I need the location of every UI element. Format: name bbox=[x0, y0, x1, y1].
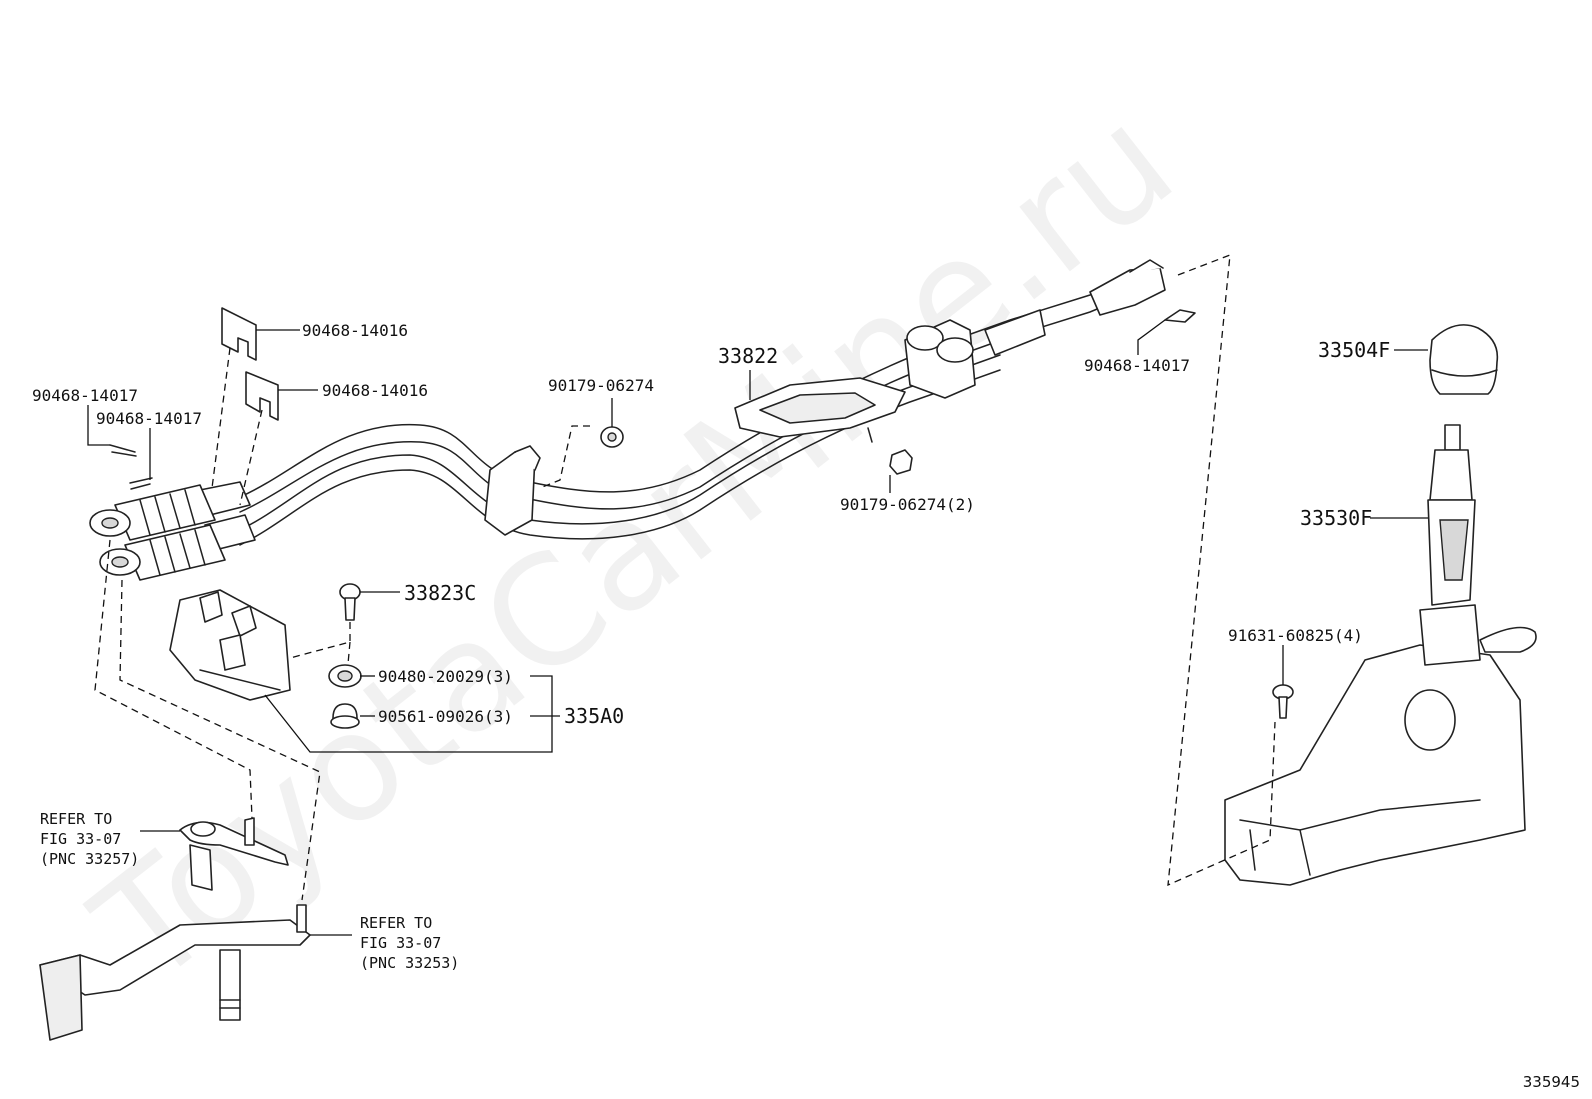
callout-90468-14016-a: 90468-14016 bbox=[302, 321, 408, 340]
bolt-icon bbox=[339, 583, 361, 621]
retainer-clip-icon bbox=[221, 307, 279, 421]
callout-33530f: 33530F bbox=[1300, 506, 1372, 530]
selector-lever bbox=[179, 817, 289, 891]
shift-cable-assembly bbox=[199, 259, 1166, 551]
shift-lever-housing bbox=[1224, 604, 1537, 886]
cable-end-boots bbox=[89, 484, 226, 581]
callout-90468-14017-a: 90468-14017 bbox=[32, 386, 138, 405]
callout-90179-06274: 90179-06274 bbox=[548, 376, 654, 395]
refer-note-line: (PNC 33257) bbox=[40, 850, 139, 868]
housing-bolt-icon bbox=[1272, 684, 1294, 719]
refer-note-line: REFER TO bbox=[40, 810, 112, 828]
refer-note-line: (PNC 33253) bbox=[360, 954, 459, 972]
callout-90561-09026: 90561-09026(3) bbox=[378, 707, 513, 726]
cable-bracket bbox=[169, 589, 291, 701]
figure-number: 335945 bbox=[1522, 1073, 1580, 1091]
refer-note-right: REFER TO FIG 33-07 (PNC 33253) bbox=[360, 914, 459, 972]
callout-33822: 33822 bbox=[718, 344, 778, 368]
callout-33823c: 33823C bbox=[404, 581, 476, 605]
callout-90468-14017-c: 90468-14017 bbox=[1084, 356, 1190, 375]
refer-note-line: FIG 33-07 bbox=[40, 830, 121, 848]
leader-lines bbox=[87, 319, 1428, 936]
refer-note-line: FIG 33-07 bbox=[360, 934, 441, 952]
shift-lever-rod bbox=[1427, 424, 1476, 606]
callout-33504f: 33504F bbox=[1318, 338, 1390, 362]
watermark: ToyotaCarMine.ru bbox=[64, 74, 1205, 1018]
callout-335a0: 335A0 bbox=[564, 704, 624, 728]
callout-90179-06274-2: 90179-06274(2) bbox=[840, 495, 975, 514]
refer-note-line: REFER TO bbox=[360, 914, 432, 932]
callout-91631-60825: 91631-60825(4) bbox=[1228, 626, 1363, 645]
bushing-icon bbox=[328, 664, 362, 729]
callout-90480-20029: 90480-20029(3) bbox=[378, 667, 513, 686]
callout-90468-14017-b: 90468-14017 bbox=[96, 409, 202, 428]
cable-pin-icon bbox=[109, 309, 1196, 490]
shift-knob-icon bbox=[1429, 324, 1499, 395]
refer-note-left: REFER TO FIG 33-07 (PNC 33257) bbox=[40, 810, 139, 868]
callout-90468-14016-b: 90468-14016 bbox=[322, 381, 428, 400]
alignment-lines bbox=[94, 254, 1276, 901]
